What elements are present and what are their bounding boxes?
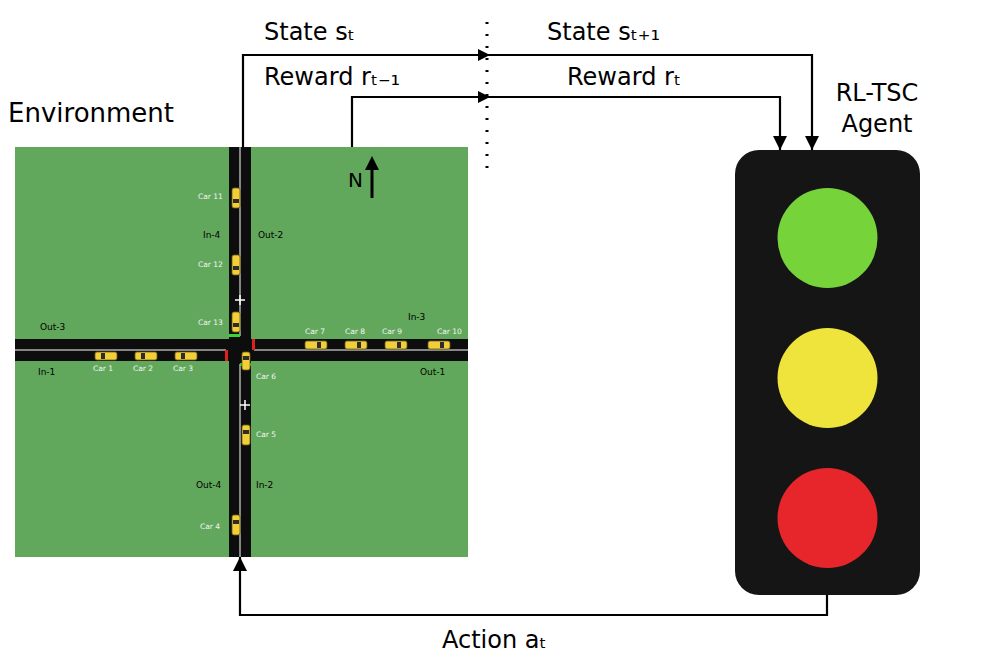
edge-label: Action aₜ — [440, 626, 549, 655]
car-label: Car 3 — [173, 364, 193, 373]
car-label: Car 7 — [305, 327, 325, 336]
car-label: Car 1 — [93, 364, 113, 373]
lane-marking — [15, 147, 468, 557]
car-label: Car 2 — [133, 364, 153, 373]
signal-label: State sₜ₊₁ — [545, 18, 662, 47]
signal-arrow — [352, 97, 780, 150]
edge-label: Reward rₜ₋₁ — [262, 63, 402, 92]
signal-arrow — [240, 557, 827, 615]
road-name: Out-3 — [40, 322, 65, 333]
environment-box: Environment — [15, 147, 468, 557]
car-label: Car 4 — [200, 522, 220, 531]
road-name: In-3 — [408, 312, 425, 323]
edge-label: State sₜ — [262, 18, 357, 47]
yellow-lamp — [778, 328, 878, 428]
time-separator — [486, 22, 489, 178]
traffic-light-housing — [735, 150, 920, 595]
car-label: Car 5 — [256, 430, 276, 439]
car-label: Car 6 — [256, 372, 276, 381]
north-arrow — [365, 156, 379, 198]
car — [95, 188, 450, 535]
compass-label: N — [348, 168, 363, 192]
car-window — [101, 199, 444, 524]
car-label: Car 11 — [198, 192, 223, 201]
road-name: Out-4 — [196, 480, 221, 491]
green-lamp — [778, 188, 878, 288]
road-name: In-1 — [38, 367, 55, 378]
car-label: Car 13 — [198, 318, 223, 327]
car-label: Car 10 — [437, 327, 462, 336]
car-label: Car 9 — [382, 327, 402, 336]
road-name: Out-2 — [258, 230, 283, 241]
red-lamp — [778, 468, 878, 568]
agent-box: RL-TSC Agent — [735, 150, 920, 595]
car-label: Car 8 — [345, 327, 365, 336]
map-ground — [15, 147, 468, 557]
node-heading: RL-TSC Agent — [827, 78, 927, 140]
car-label: Car 12 — [198, 260, 223, 269]
road-name: In-4 — [203, 230, 220, 241]
signal-arrow — [243, 55, 812, 150]
road-name: Out-1 — [420, 367, 445, 378]
signal-label: Reward rₜ — [565, 63, 683, 92]
road — [15, 339, 468, 361]
road-name: In-2 — [256, 480, 273, 491]
stop-line — [225, 334, 255, 366]
node-heading: Environment — [8, 97, 238, 131]
